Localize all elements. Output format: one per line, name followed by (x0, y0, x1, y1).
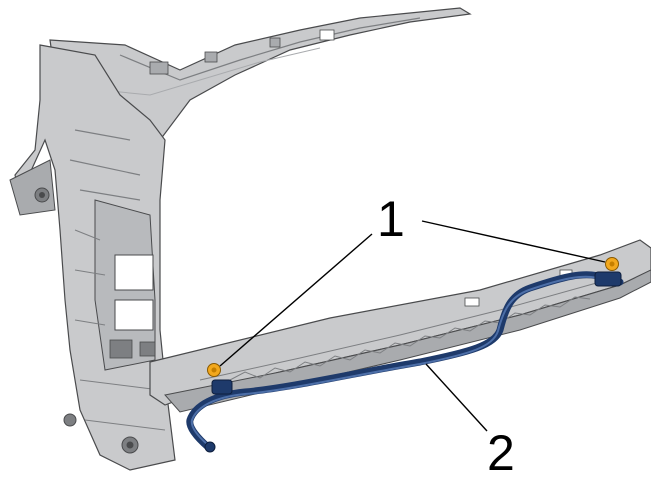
callout-label-1: 1 (377, 191, 405, 247)
leader-lines (219, 220, 606, 432)
mounting-clip-left (207, 363, 221, 377)
leader-line-1-left (219, 233, 373, 367)
mounting-clip-right (605, 257, 619, 271)
leader-line-1-right (421, 220, 606, 263)
left-vertical-pillar (9, 44, 176, 471)
leader-line-2 (425, 363, 488, 432)
pipe-line (186, 271, 624, 453)
callout-label-2: 2 (487, 425, 515, 481)
